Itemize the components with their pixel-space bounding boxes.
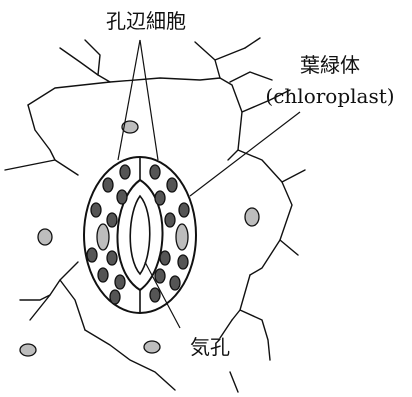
cell-wall [245, 38, 260, 48]
chloroplast [20, 344, 36, 356]
chloroplast [150, 288, 160, 302]
chloroplast [38, 229, 52, 245]
cell-wall [215, 60, 220, 78]
cell-wall [280, 240, 298, 255]
guard-cell-leader-right [140, 40, 158, 160]
cell-wall [230, 372, 238, 392]
chloroplast [107, 251, 117, 265]
cell-wall [30, 262, 78, 320]
cell-wall [85, 330, 175, 390]
chloroplast [97, 224, 109, 250]
chloroplast [120, 165, 130, 179]
chloroplast [170, 276, 180, 290]
chloroplast [160, 251, 170, 265]
chloroplast [87, 248, 97, 262]
chloroplast [165, 213, 175, 227]
cell-wall [20, 295, 50, 300]
cell-wall [230, 72, 272, 82]
chloroplast [167, 178, 177, 192]
guard-cell-leader-left [118, 40, 140, 160]
cell-wall [60, 48, 98, 75]
chloroplast-label: 葉緑体 [300, 53, 360, 77]
chloroplast [245, 208, 259, 226]
cell-wall [195, 42, 245, 60]
guard-cell-label: 孔辺細胞 [106, 9, 186, 33]
chloroplast-leader [190, 112, 300, 196]
chloroplast [178, 255, 188, 269]
chloroplast [98, 268, 108, 282]
chloroplast [150, 165, 160, 179]
stoma-label: 気孔 [190, 335, 230, 359]
chloroplast [144, 341, 160, 353]
cell-wall [28, 78, 242, 160]
chloroplast [176, 224, 188, 250]
chloroplast-en-label: (chloroplast) [265, 84, 394, 108]
chloroplast [155, 191, 165, 205]
cell-wall [60, 280, 85, 330]
chloroplast [179, 203, 189, 217]
cell-wall [282, 170, 305, 182]
chloroplast [115, 275, 125, 289]
chloroplast [155, 269, 165, 283]
cell-wall [5, 160, 55, 170]
cell-wall [85, 40, 110, 82]
chloroplast [103, 178, 113, 192]
chloroplast [107, 213, 117, 227]
chloroplast [117, 190, 127, 204]
cell-wall [240, 310, 270, 360]
chloroplast [91, 203, 101, 217]
chloroplast [110, 290, 120, 304]
